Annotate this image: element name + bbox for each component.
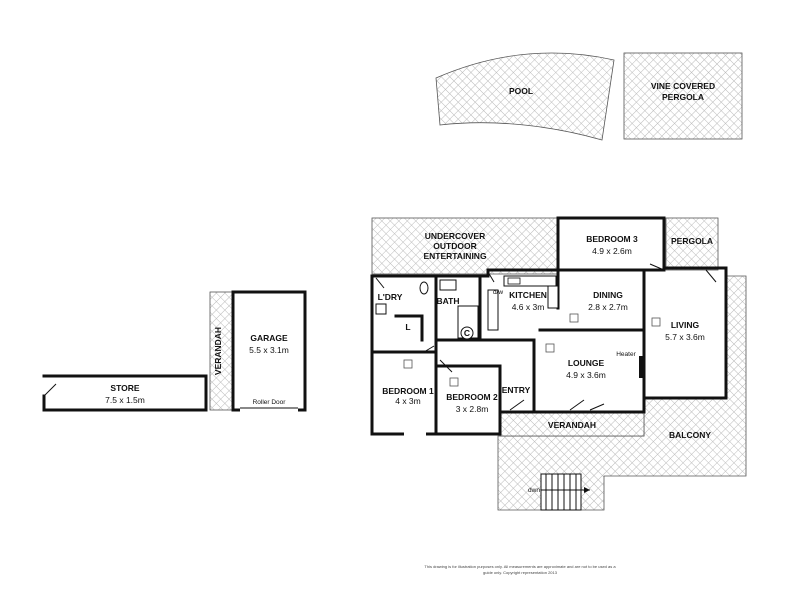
undercover-label-1: UNDERCOVER bbox=[425, 231, 485, 241]
dining-label: DINING bbox=[593, 290, 623, 300]
door-swing-lounge-2 bbox=[589, 403, 605, 411]
vanity bbox=[439, 279, 457, 291]
house-walls bbox=[370, 216, 728, 436]
heater-unit bbox=[639, 356, 644, 378]
vine-pergola-label-2: PERGOLA bbox=[662, 92, 704, 102]
bedroom2-label: BEDROOM 2 bbox=[446, 392, 498, 402]
store-block: STORE 7.5 x 1.5m bbox=[42, 374, 208, 412]
front-verandah-area: VERANDAH bbox=[499, 411, 645, 437]
disclaimer-line-1: This drawing is for illustration purpose… bbox=[424, 564, 616, 569]
store-walls bbox=[42, 374, 208, 412]
dining-dims: 2.8 x 2.7m bbox=[588, 302, 628, 312]
laundry-tub bbox=[375, 303, 387, 315]
cupboard-label: C bbox=[464, 328, 470, 338]
stairs: dwn bbox=[528, 473, 590, 511]
disclaimer-line-2: guide only. Copyright representation 201… bbox=[483, 570, 558, 575]
living-label: LIVING bbox=[671, 320, 700, 330]
pool-shape bbox=[435, 52, 615, 141]
light-dining bbox=[569, 313, 579, 323]
undercover-label-3: ENTERTAINING bbox=[423, 251, 487, 261]
living-dims: 5.7 x 3.6m bbox=[665, 332, 705, 342]
bath-label: BATH bbox=[437, 296, 460, 306]
cupboard-marker bbox=[460, 326, 474, 340]
house-outline bbox=[370, 216, 728, 436]
door-swing-bed1 bbox=[423, 345, 435, 353]
door-swing-kitchen bbox=[487, 271, 495, 283]
kitchen-bench-left bbox=[487, 289, 499, 331]
door-swing-pergola bbox=[705, 269, 717, 283]
undercover-shape bbox=[371, 217, 559, 275]
pool-area: POOL bbox=[435, 52, 615, 141]
kitchen-dims: 4.6 x 3m bbox=[512, 302, 545, 312]
stairs-label: dwn bbox=[528, 487, 540, 494]
undercover-label-2: OUTDOOR bbox=[433, 241, 476, 251]
bedroom3-dims: 4.9 x 2.6m bbox=[592, 246, 632, 256]
pergola-label: PERGOLA bbox=[671, 236, 713, 246]
toilet-label: L bbox=[405, 322, 410, 332]
bedroom3-label: BEDROOM 3 bbox=[586, 234, 638, 244]
light-bed2 bbox=[449, 377, 459, 387]
toilet-bowl bbox=[419, 281, 429, 295]
side-verandah-label: VERANDAH bbox=[213, 327, 223, 375]
entry-label: ENTRY bbox=[502, 385, 531, 395]
disclaimer: This drawing is for illustration purpose… bbox=[424, 564, 616, 575]
lounge-dims: 4.9 x 3.6m bbox=[566, 370, 606, 380]
kitchen-sink bbox=[507, 277, 521, 285]
garage-block: VERANDAH GARAGE 5.5 x 3.1m Roller Door bbox=[209, 290, 307, 412]
garage-label: GARAGE bbox=[250, 333, 288, 343]
dishwasher-label: d/w bbox=[493, 289, 503, 296]
laundry-label: L'DRY bbox=[378, 292, 403, 302]
light-markers bbox=[403, 313, 661, 387]
heater: Heater bbox=[616, 351, 644, 378]
pool-label: POOL bbox=[509, 86, 533, 96]
vine-pergola-shape bbox=[623, 52, 743, 140]
balcony-label: BALCONY bbox=[669, 430, 711, 440]
pergola-area: PERGOLA bbox=[665, 217, 719, 271]
room-labels: BEDROOM 3 4.9 x 2.6m L'DRY BATH KITCHEN … bbox=[378, 234, 705, 414]
stair-arrow-head bbox=[584, 487, 590, 493]
store-door-swing bbox=[43, 383, 57, 397]
bath-fixtures: L C bbox=[375, 279, 479, 340]
door-gap-bed1 bbox=[404, 429, 426, 439]
garage-walls bbox=[231, 290, 307, 412]
light-lounge bbox=[545, 343, 555, 353]
heater-label: Heater bbox=[616, 351, 636, 358]
kitchen-benches: d/w bbox=[487, 275, 559, 331]
front-verandah-label: VERANDAH bbox=[548, 420, 596, 430]
pergola-shape bbox=[665, 217, 719, 271]
bedroom2-dims: 3 x 2.8m bbox=[456, 404, 489, 414]
light-bed1 bbox=[403, 359, 413, 369]
door-swing-laundry bbox=[375, 277, 385, 289]
store-dims: 7.5 x 1.5m bbox=[105, 395, 145, 405]
bedroom1-label: BEDROOM 1 bbox=[382, 386, 434, 396]
lounge-label: LOUNGE bbox=[568, 358, 605, 368]
stairs-outline bbox=[540, 473, 582, 511]
kitchen-bench-side bbox=[547, 285, 559, 309]
door-swing-lounge-1 bbox=[569, 399, 585, 411]
roller-door-label: Roller Door bbox=[253, 399, 287, 406]
light-living bbox=[651, 317, 661, 327]
doors bbox=[371, 263, 717, 439]
vine-pergola-area: VINE COVERED PERGOLA bbox=[623, 52, 743, 140]
garage-dims: 5.5 x 3.1m bbox=[249, 345, 289, 355]
vine-pergola-label-1: VINE COVERED bbox=[651, 81, 715, 91]
door-swing-entry bbox=[509, 399, 525, 411]
kitchen-bench-top bbox=[503, 275, 557, 287]
door-swing-bed2 bbox=[439, 359, 453, 373]
undercover-area: UNDERCOVER OUTDOOR ENTERTAINING bbox=[371, 217, 559, 275]
door-swing-bed3 bbox=[649, 263, 665, 271]
kitchen-label: KITCHEN bbox=[509, 290, 547, 300]
store-label: STORE bbox=[110, 383, 139, 393]
bedroom1-dims: 4 x 3m bbox=[395, 396, 421, 406]
